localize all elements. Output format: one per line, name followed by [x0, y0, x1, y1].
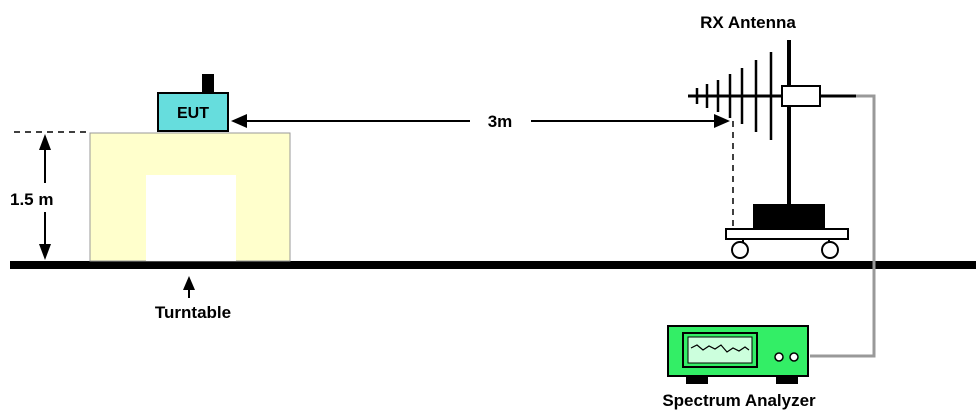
spectrum-analyzer-label: Spectrum Analyzer [662, 391, 816, 410]
analyzer-trace [690, 344, 750, 353]
cart-wheel-left [731, 241, 749, 259]
antenna-balun [781, 85, 821, 107]
distance-label: 3m [488, 112, 513, 131]
rx-antenna-label: RX Antenna [700, 13, 796, 32]
eut-box [157, 92, 229, 132]
turntable-label: Turntable [155, 303, 231, 322]
height-arrow-down [39, 244, 51, 260]
distance-arrow-left [231, 114, 247, 128]
height-arrow-up [39, 134, 51, 150]
ground-plane [10, 261, 976, 269]
coax-cable [810, 94, 876, 358]
cart-platform [725, 228, 849, 240]
distance-arrow-right [714, 114, 730, 128]
cart-weight [753, 204, 825, 228]
analyzer-knob-left [774, 352, 784, 362]
analyzer-foot-right [776, 376, 798, 384]
distance-dimension: 3m [231, 112, 730, 131]
cart-wheel-right [821, 241, 839, 259]
turntable-window [146, 175, 236, 261]
turntable-arrow [183, 276, 195, 290]
height-dimension: 1.5 m [10, 131, 90, 260]
turntable-callout: Turntable [155, 276, 231, 322]
eut-device: EUT [157, 74, 229, 132]
height-label: 1.5 m [10, 190, 53, 209]
analyzer-foot-left [686, 376, 708, 384]
rx-antenna: RX Antenna [688, 13, 856, 204]
eut-antenna-stub [202, 74, 214, 94]
eut-label: EUT [177, 105, 209, 122]
analyzer-knob-right [789, 352, 799, 362]
spectrum-analyzer: Spectrum Analyzer [662, 325, 816, 410]
turntable-table [89, 132, 291, 262]
antenna-cart [725, 204, 849, 259]
